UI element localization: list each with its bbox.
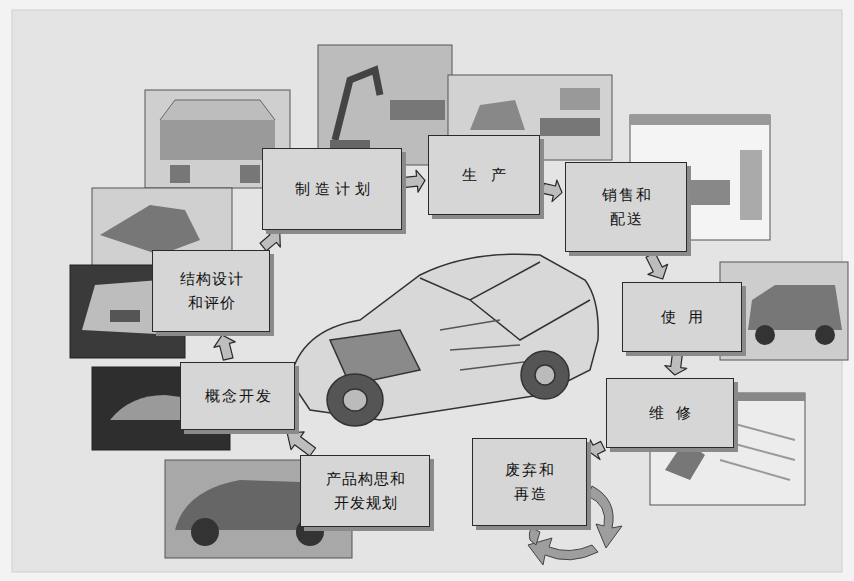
block-arrow: [665, 354, 687, 375]
box-label: 生产: [448, 163, 520, 187]
block-arrow: [260, 230, 280, 251]
process-box: 产品构思和 开发规划: [300, 455, 430, 527]
block-arrow: [646, 253, 668, 279]
box-text-group: 结构设计 和评价: [173, 267, 249, 315]
block-arrow: [214, 335, 235, 360]
box-label: 制造计划: [290, 177, 375, 201]
box-label: 使用: [649, 305, 715, 329]
box-text-group: 维修: [637, 401, 703, 425]
process-box: 结构设计 和评价: [152, 250, 270, 332]
process-box: 概念开发: [180, 362, 295, 430]
box-label: 结构设计 和评价: [173, 267, 249, 315]
box-label: 销售和 配送: [590, 183, 663, 231]
block-arrow: [590, 440, 605, 460]
process-box: 使用: [622, 282, 742, 352]
block-arrow: [287, 432, 315, 456]
process-box: 废弃和 再造: [472, 438, 587, 526]
panel: [12, 10, 842, 572]
box-label: 概念开发: [203, 384, 273, 408]
box-label: 废弃和 再造: [493, 458, 566, 506]
box-text-group: 销售和 配送: [590, 183, 663, 231]
box-text-group: 废弃和 再造: [493, 458, 566, 506]
block-arrow: [542, 180, 562, 202]
box-text-group: 使用: [649, 305, 715, 329]
process-box: 制造计划: [262, 148, 402, 230]
box-text-group: 概念开发: [203, 384, 273, 408]
box-label: 维修: [637, 401, 703, 425]
box-text-group: 生产: [448, 163, 520, 187]
process-box: 生产: [428, 135, 540, 215]
box-text-group: 产品构思和 开发规划: [320, 467, 411, 515]
process-box: 维修: [606, 378, 734, 448]
box-label: 产品构思和 开发规划: [320, 467, 411, 515]
car-cutaway: [290, 254, 598, 426]
process-box: 销售和 配送: [565, 162, 687, 252]
block-arrow: [405, 170, 426, 192]
box-text-group: 制造计划: [290, 177, 375, 201]
